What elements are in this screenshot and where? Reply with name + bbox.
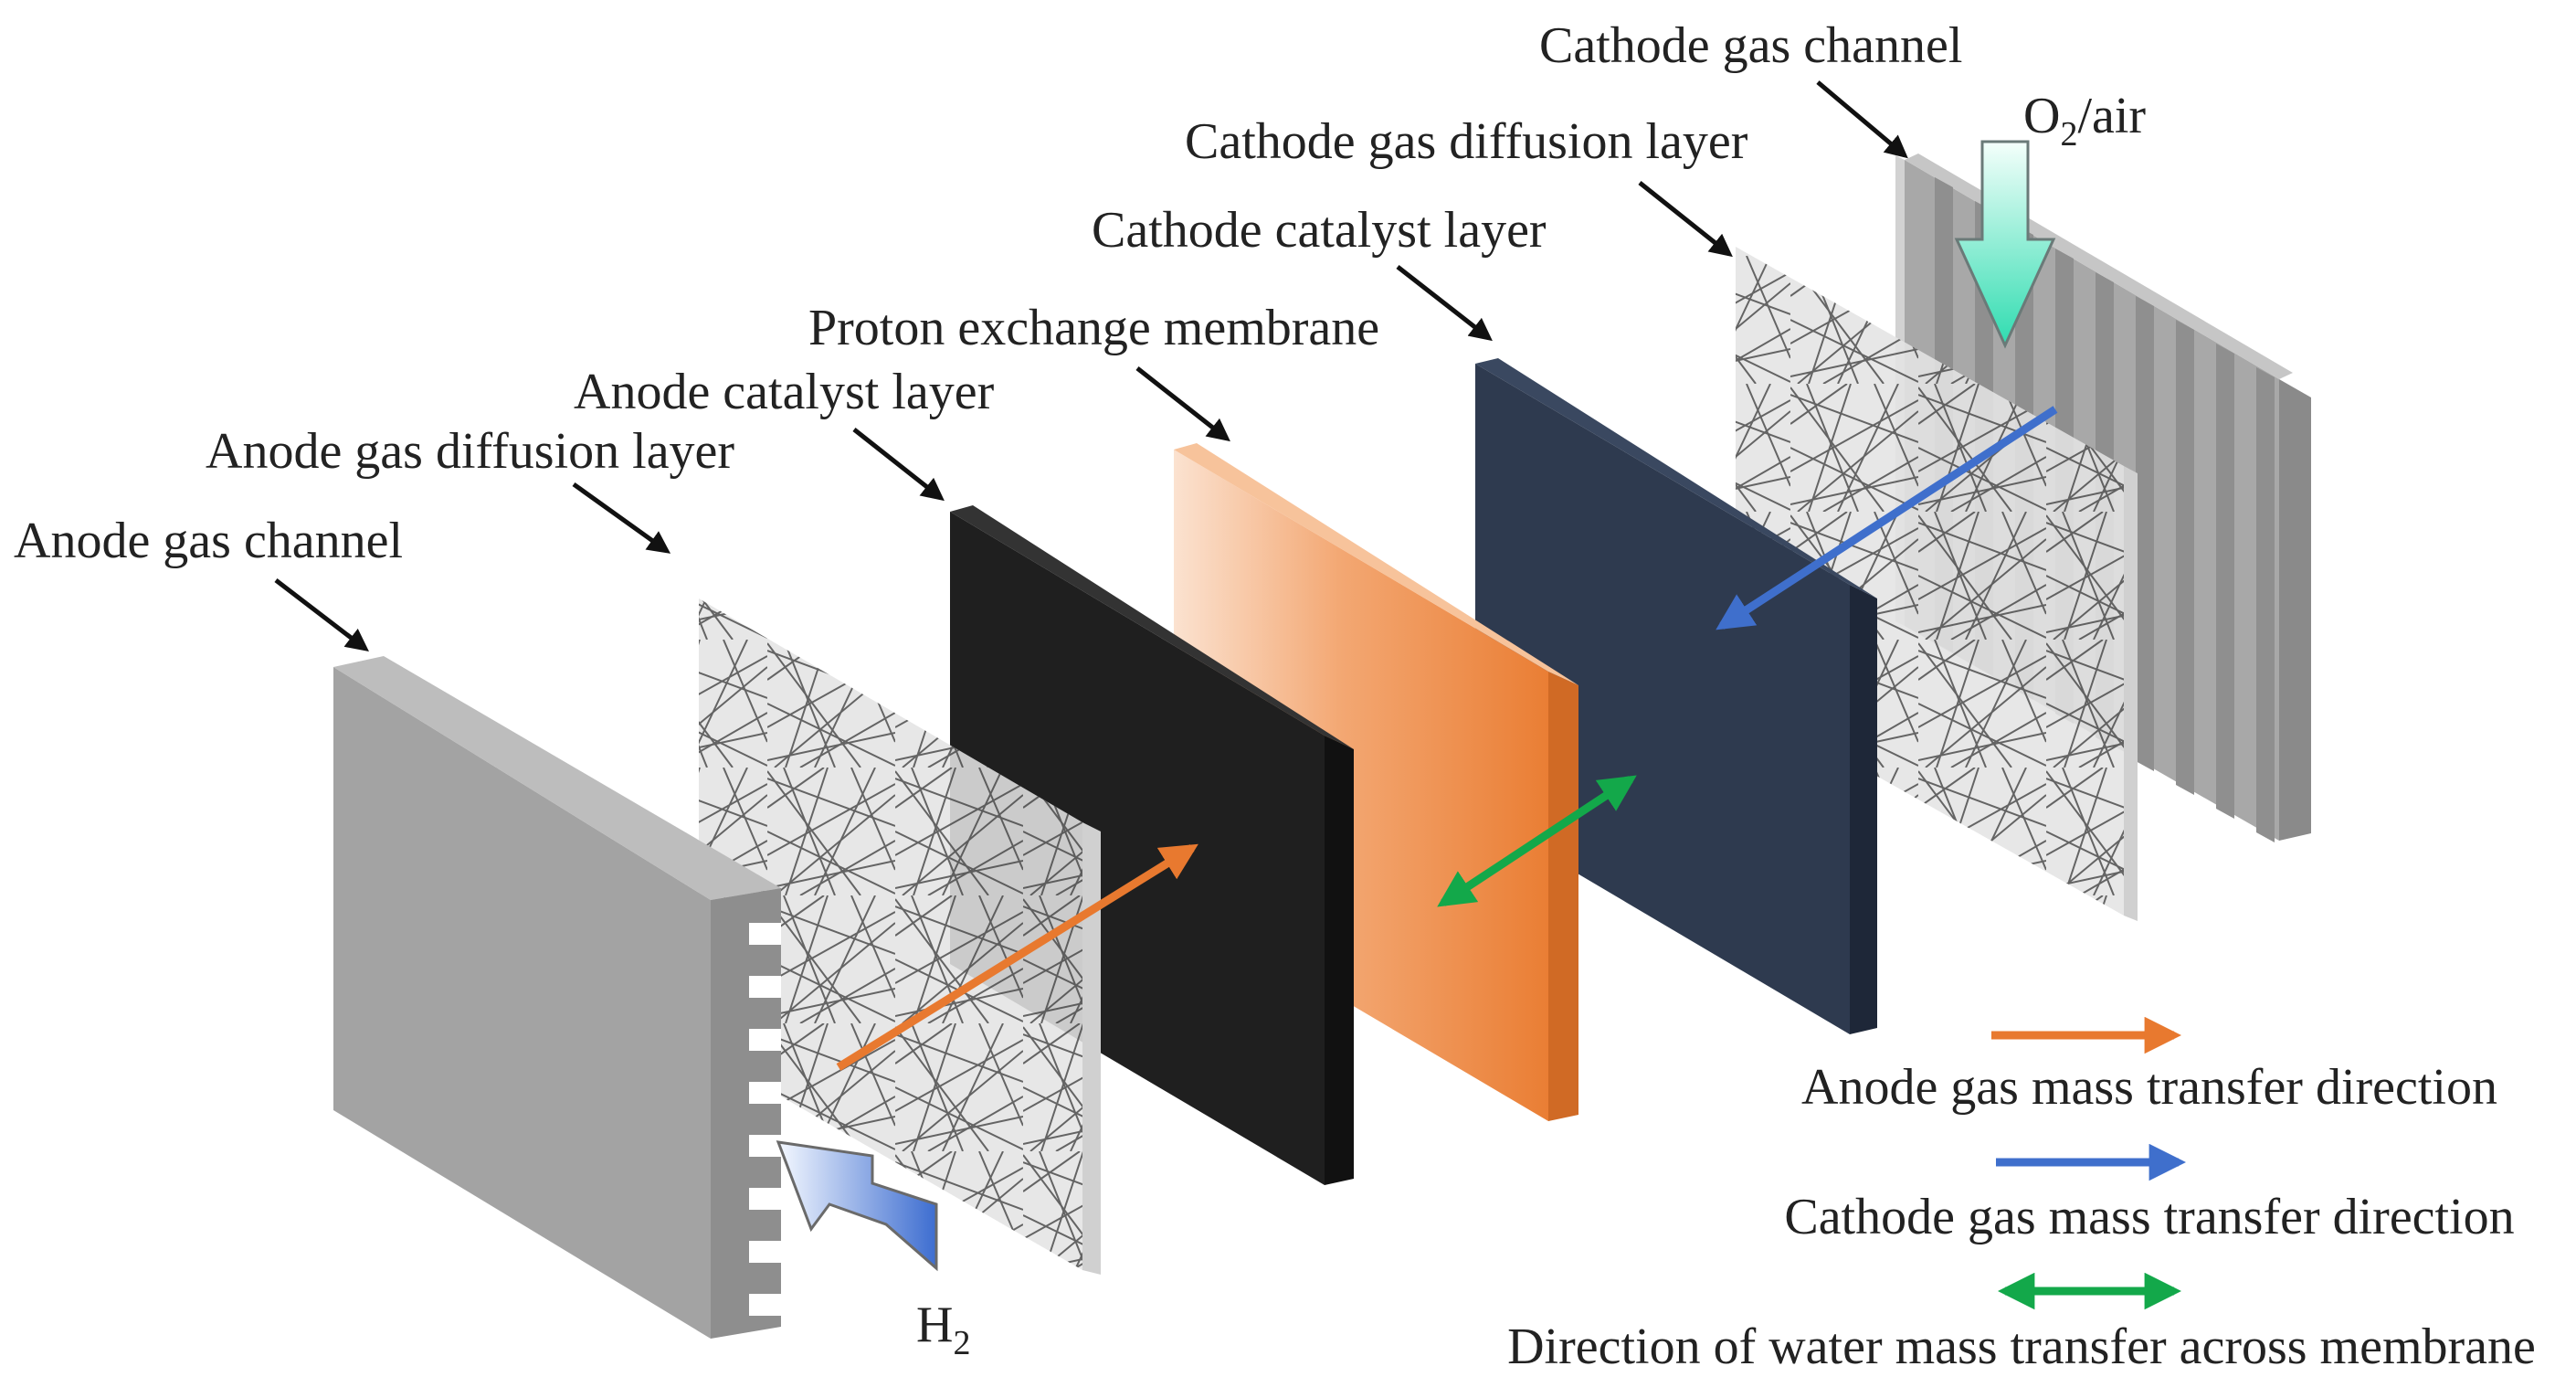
pointer-cathode-gas-channel	[1816, 80, 1908, 159]
pointer-cathode-gdl	[1638, 181, 1733, 258]
anode-gas-arrow	[836, 843, 1198, 1071]
water-transfer-arrow	[1437, 775, 1637, 907]
o2-rest: /air	[2077, 88, 2146, 144]
o2-subscript: 2	[2060, 115, 2077, 154]
o2-inlet-arrow	[1954, 140, 2056, 349]
anode-gas-diffusion-layer	[699, 598, 1101, 1275]
label-cathode-catalyst: Cathode catalyst layer	[1092, 202, 1547, 259]
legend: Anode gas mass transfer direction Cathod…	[1507, 1016, 2536, 1375]
pointer-pem	[1135, 366, 1230, 442]
label-h2: H2	[916, 1297, 970, 1362]
h2-subscript: 2	[953, 1324, 970, 1362]
label-o2-air: O2/air	[2023, 88, 2146, 154]
label-anode-catalyst: Anode catalyst layer	[574, 364, 995, 420]
anode-gas-channel	[333, 656, 781, 1339]
cathode-gas-arrow	[1716, 406, 2058, 630]
pointer-cathode-catalyst	[1396, 265, 1493, 342]
o2-main: O	[2023, 88, 2060, 144]
h2-inlet-arrow	[776, 1140, 938, 1272]
label-anode-gdl: Anode gas diffusion layer	[206, 423, 734, 480]
legend-anode-label: Anode gas mass transfer direction	[1801, 1059, 2497, 1116]
legend-cathode-label: Cathode gas mass transfer direction	[1784, 1189, 2514, 1245]
label-pem: Proton exchange membrane	[808, 300, 1379, 356]
legend-water-label: Direction of water mass transfer across …	[1507, 1319, 2536, 1375]
label-pointers	[274, 80, 1908, 652]
pointer-anode-gas-channel	[274, 578, 369, 652]
anode-channel-ribs	[749, 923, 781, 1316]
label-anode-gas-channel: Anode gas channel	[14, 513, 403, 569]
label-cathode-gdl: Cathode gas diffusion layer	[1185, 113, 1748, 170]
h2-main: H	[916, 1297, 953, 1353]
pointer-anode-catalyst	[852, 428, 945, 502]
pointer-anode-gdl	[572, 482, 671, 554]
label-cathode-gas-channel: Cathode gas channel	[1539, 17, 1962, 74]
